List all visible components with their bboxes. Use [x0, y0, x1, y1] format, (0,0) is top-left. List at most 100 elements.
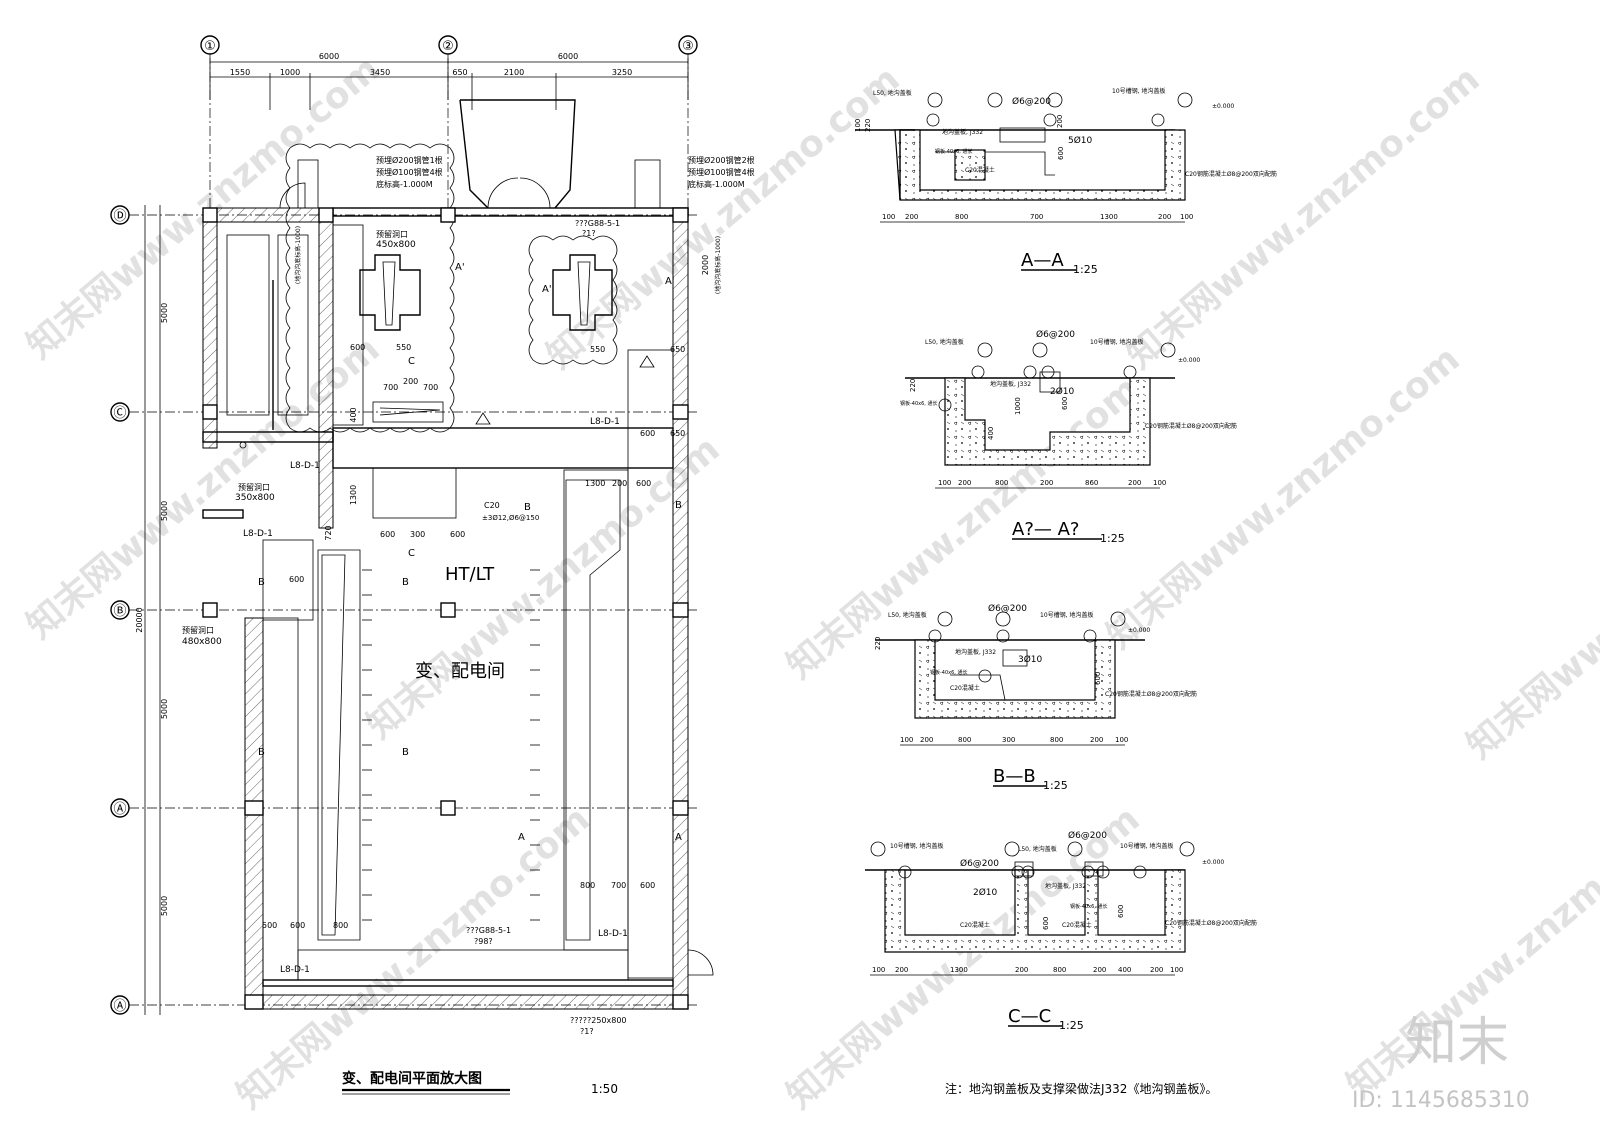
- callout: 钢板-40x6, 通长: [1070, 903, 1108, 910]
- dim-text: 100: [900, 736, 913, 744]
- dim-text: 1300: [585, 479, 605, 488]
- note-text: 预埋Ø200钢管1根: [376, 155, 443, 165]
- label: ?????250x800: [570, 1016, 627, 1025]
- callout: C20钢筋混凝土Ø8@200双向配筋: [1185, 170, 1277, 178]
- callout: 10号槽钢, 地沟盖板: [890, 842, 943, 850]
- dim-text: 200: [920, 736, 933, 744]
- section-a2-a2: 100 200 800 200 860 200 100 L50, 地沟盖板 Ø6…: [900, 329, 1237, 545]
- callout: 地沟盖板, J332: [990, 380, 1031, 388]
- watermark-site: 知末网www.znzmo.com: [1119, 59, 1487, 377]
- callout: Ø6@200: [1068, 830, 1107, 841]
- watermark-site: 知末网www.znzmo.com: [229, 799, 597, 1117]
- dim-text: 200: [1040, 479, 1053, 487]
- dim-text: 100: [1153, 479, 1166, 487]
- axis-left: Ⓓ Ⓒ Ⓑ Ⓐ Ⓐ 5000 5000 5000 5000 20000: [110, 205, 700, 1015]
- columns: [202, 207, 689, 1010]
- section-a-a: 100 200 800 700 1300 200 100 L50, 地沟盖板 Ø…: [854, 87, 1277, 276]
- dim-text: 2100: [504, 68, 524, 77]
- dim-text: 600: [289, 575, 304, 584]
- dim-text: 6000: [558, 52, 578, 61]
- transformers: [359, 254, 613, 423]
- section-mark: B: [402, 577, 409, 588]
- callout: 1000: [1014, 397, 1022, 415]
- label: ?1?: [582, 229, 596, 238]
- callout: C20混凝土: [960, 921, 990, 929]
- callout: 钢板-40x6, 通长: [935, 148, 973, 155]
- dim-text: 800: [580, 881, 595, 890]
- section-mark: B: [524, 502, 531, 513]
- dim-text: 550: [590, 345, 605, 354]
- dim-text: 600: [640, 429, 655, 438]
- callout: C20混凝土: [965, 166, 995, 174]
- dim-text: 860: [1085, 479, 1098, 487]
- label: ?1?: [580, 1027, 594, 1036]
- marker-triangle-icon: [639, 355, 655, 368]
- section-mark: B: [675, 500, 682, 511]
- dim-text: 650: [670, 429, 685, 438]
- dim-text: 550: [396, 343, 411, 352]
- callout: ±0.000: [1178, 357, 1200, 364]
- label: C20: [484, 501, 500, 510]
- callout: 10号槽钢, 地沟盖板: [1112, 87, 1165, 95]
- dim-text: 600: [290, 921, 305, 930]
- dim-text: 200: [1093, 966, 1106, 974]
- dim-text: 650: [670, 345, 685, 354]
- section-title: B—B: [993, 766, 1036, 787]
- callout: 220: [864, 119, 872, 132]
- floor-plan: ① ② ③ 6000 6000 1550 1000 3450 650: [110, 35, 755, 1096]
- label: ???G88-5-1: [466, 926, 511, 935]
- dim-text: 200: [403, 377, 418, 386]
- dim-text: 800: [333, 921, 348, 930]
- dim-text: 100: [1115, 736, 1128, 744]
- callout: 10号槽钢, 地沟盖板: [1090, 338, 1143, 346]
- label: L8-D-1: [590, 417, 620, 427]
- callout: Ø6@200: [960, 858, 999, 869]
- section-dims: 100 200 800 700 1300 200 100: [882, 213, 1193, 221]
- dim-text: 100: [938, 479, 951, 487]
- label: L8-D-1: [598, 929, 628, 939]
- section-scale: 1:25: [1073, 263, 1098, 276]
- dim-text: 200: [1090, 736, 1103, 744]
- dim-text: 1300: [349, 485, 358, 505]
- callout: C20混凝土: [950, 684, 980, 692]
- dim-text: 6000: [319, 52, 339, 61]
- callout: 钢板-40x6, 通长: [900, 400, 938, 407]
- label: 预留洞口: [238, 482, 270, 492]
- section-title: A—A: [1021, 250, 1064, 271]
- axis-label: ①: [204, 39, 216, 54]
- dim-text: 720: [324, 525, 333, 540]
- dim-text: 200: [1150, 966, 1163, 974]
- callout: L50, 地沟盖板: [873, 89, 912, 97]
- dim-text: 600: [636, 479, 651, 488]
- dim-text: 1550: [230, 68, 250, 77]
- callout: Ø6@200: [988, 603, 1027, 614]
- callout: 地沟盖板, J332: [955, 648, 996, 656]
- section-mark: B: [258, 747, 265, 758]
- room-code: HT/LT: [445, 564, 495, 585]
- section-mark: A: [675, 832, 682, 843]
- drawing-note: 注：地沟钢盖板及支撑梁做法J332《地沟钢盖板》。: [945, 1081, 1217, 1096]
- label: 350x800: [235, 493, 275, 503]
- callout: 100: [854, 119, 862, 132]
- section-mark: A': [665, 276, 675, 287]
- watermark-site: 知末网www.znzmo.com: [779, 799, 1147, 1117]
- callout: 3Ø10: [1018, 654, 1043, 665]
- label: L8-D-1: [280, 965, 310, 975]
- marker-triangle-icon: [475, 412, 491, 425]
- dim-text: 1300: [950, 966, 968, 974]
- callout: 钢板-40x6, 通长: [930, 669, 968, 676]
- callout: ±0.000: [1212, 103, 1234, 110]
- label: L8-D-1: [243, 529, 273, 539]
- callout: L50, 地沟盖板: [925, 338, 964, 346]
- dim-text: 300: [1002, 736, 1015, 744]
- callout: 200: [1056, 115, 1064, 128]
- watermark-site: 知末网www.znzmo.com: [1459, 449, 1600, 767]
- callout: 地沟盖板, J332: [1045, 882, 1086, 890]
- note-text: 预埋Ø100钢管4根: [376, 167, 443, 177]
- label: ?98?: [474, 937, 493, 946]
- label: ±3Ø12,Ø6@150: [482, 514, 539, 522]
- dim-text: 200: [895, 966, 908, 974]
- section-mark: B: [258, 577, 265, 588]
- dim-text: (地沟沟底标高-1000): [714, 236, 722, 294]
